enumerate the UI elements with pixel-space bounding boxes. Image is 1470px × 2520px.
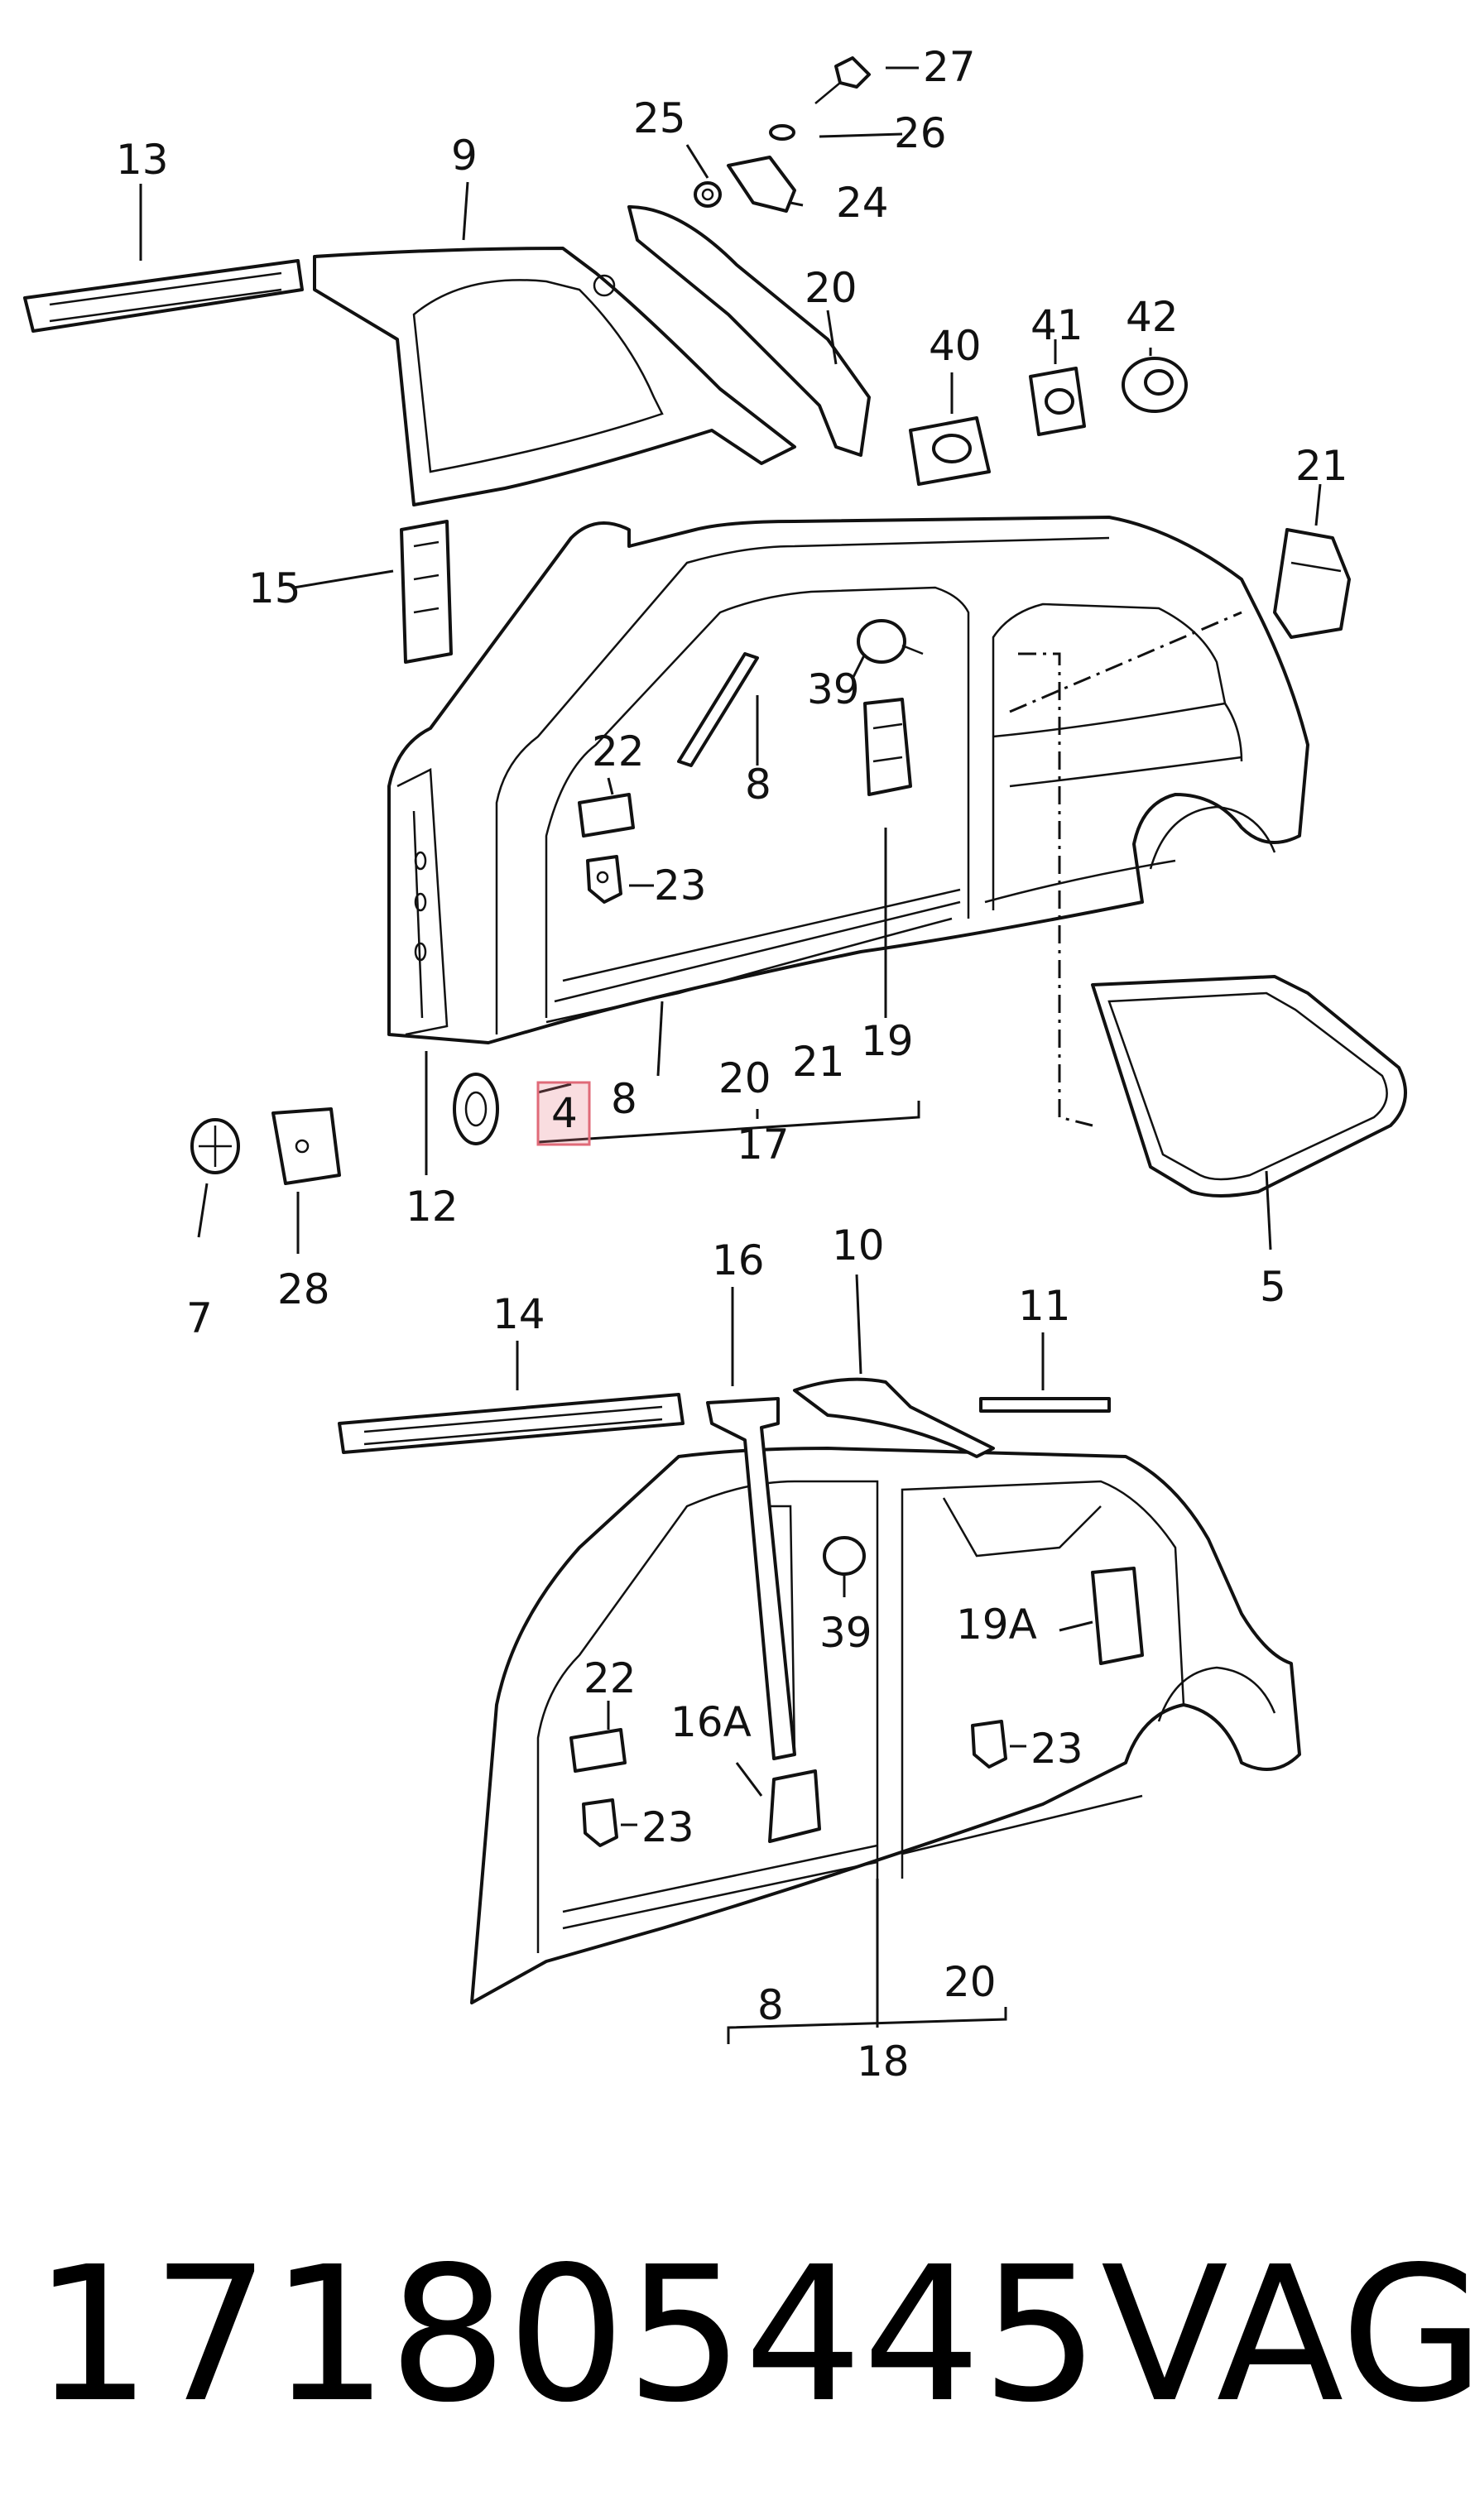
part-16A-bracket — [768, 1769, 821, 1843]
label-22-top: 22 — [592, 727, 645, 775]
leader-lines — [139, 66, 1322, 2044]
label-25: 25 — [633, 94, 686, 142]
label-10: 10 — [832, 1222, 885, 1270]
label-40: 40 — [929, 322, 982, 370]
label-11: 11 — [1018, 1282, 1071, 1330]
highlight-part-4 — [536, 1081, 591, 1146]
part-23-bracket-lower-left — [582, 1798, 618, 1847]
label-12: 12 — [406, 1183, 459, 1231]
label-21-top: 21 — [1295, 442, 1348, 490]
label-39-top: 39 — [807, 665, 860, 713]
part-10-panel — [793, 1377, 995, 1458]
label-8-bottom: 8 — [757, 1981, 784, 2029]
part-23-bracket-upper — [586, 855, 622, 904]
part-number: 171805445 — [33, 2227, 1100, 2444]
part-23-bracket-lower-right — [971, 1720, 1007, 1769]
label-5: 5 — [1260, 1263, 1286, 1311]
part-4-grommet — [453, 1073, 499, 1145]
label-42: 42 — [1126, 293, 1179, 341]
label-23-bottom-right: 23 — [1030, 1725, 1083, 1773]
part-19-reinforcement — [863, 698, 912, 796]
part-16-pillar — [706, 1397, 796, 1760]
side-panel-3door — [387, 516, 1309, 1127]
label-20-bottom: 20 — [944, 1958, 997, 2006]
part-22-bracket-lower — [569, 1728, 627, 1773]
label-23-top: 23 — [654, 862, 707, 910]
hardware-24-27 — [694, 56, 871, 213]
grommets-40-42 — [909, 357, 1188, 486]
part-9-quarter-panel — [313, 247, 796, 506]
label-7: 7 — [186, 1294, 213, 1342]
label-26: 26 — [894, 109, 947, 157]
part-8-strip — [677, 652, 759, 767]
brand-name: VAG — [1101, 2227, 1470, 2444]
label-18: 18 — [857, 2038, 910, 2086]
part-28-bracket — [271, 1107, 341, 1185]
part-22-bracket — [578, 793, 635, 838]
part-20-roof-rail — [627, 205, 871, 457]
label-19A: 19A — [956, 1601, 1037, 1649]
label-21-mid: 21 — [792, 1038, 845, 1086]
label-28: 28 — [277, 1265, 330, 1313]
label-20-top: 20 — [805, 264, 858, 312]
label-8-mid: 8 — [611, 1075, 637, 1123]
part-13-roof-frame — [23, 259, 304, 333]
label-20-mid: 20 — [718, 1054, 771, 1102]
label-13: 13 — [116, 136, 169, 184]
label-4: 4 — [551, 1089, 578, 1137]
label-14: 14 — [492, 1290, 545, 1338]
label-41: 41 — [1030, 301, 1083, 349]
label-15: 15 — [248, 564, 301, 612]
label-19: 19 — [861, 1017, 914, 1065]
labels-bottom: 14 16 10 11 39 19A 22 16A 23 23 20 8 18 — [492, 1222, 1083, 2086]
part-39-plug — [857, 619, 924, 664]
label-27: 27 — [923, 43, 976, 91]
part-39-plug-lower — [823, 1536, 866, 1576]
part-21-bracket — [1273, 528, 1351, 639]
part-19A-reinforcement — [1091, 1567, 1144, 1665]
label-39-bottom: 39 — [819, 1609, 872, 1657]
side-panel-5door — [470, 1447, 1301, 2004]
label-23-bottom-left: 23 — [641, 1803, 694, 1851]
label-24: 24 — [836, 179, 889, 227]
part-11-strip — [979, 1397, 1111, 1413]
part-7-cap — [190, 1118, 240, 1174]
label-8-top: 8 — [745, 761, 771, 809]
part-14-roof-frame — [338, 1393, 685, 1454]
label-17: 17 — [737, 1121, 790, 1169]
label-9: 9 — [451, 132, 478, 180]
label-16: 16 — [712, 1236, 765, 1284]
label-22-bottom: 22 — [584, 1654, 637, 1702]
labels-top: 27 25 26 13 9 24 20 40 41 42 21 15 39 22… — [116, 43, 1348, 1342]
label-16A: 16A — [670, 1698, 752, 1746]
part-5-window-seal — [1091, 975, 1407, 1198]
part-15-pillar — [400, 520, 453, 664]
